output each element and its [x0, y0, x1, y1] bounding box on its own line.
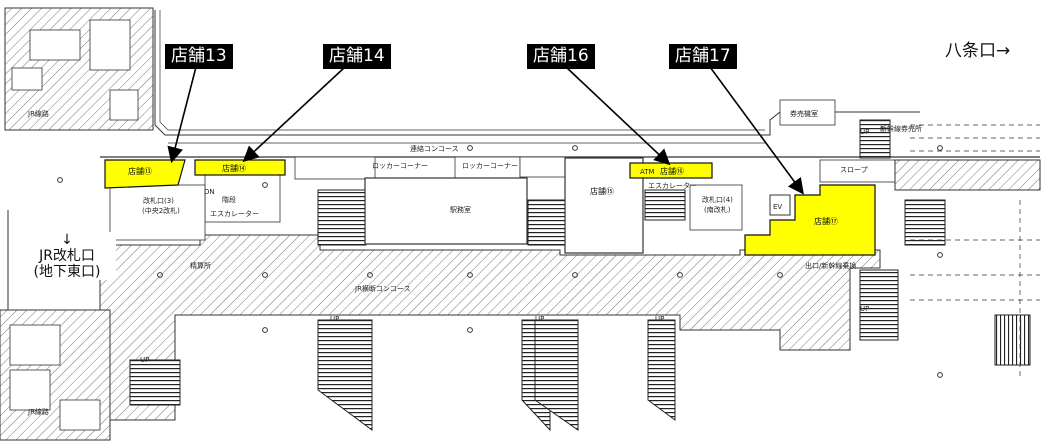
- label-up-3: UP: [655, 315, 665, 323]
- label-kaisatsu3: 改札口(3): [143, 197, 174, 205]
- northwest-building: [4, 7, 154, 131]
- label-kaisatsu4: 改札口(4): [702, 196, 733, 204]
- label-up-4: UP: [140, 356, 150, 364]
- shop15-name: 店舗⑮: [590, 187, 614, 196]
- label-seisan: 精算所: [190, 262, 211, 270]
- label-slope: スロープ: [840, 166, 868, 174]
- label-locker1: ロッカーコーナー: [372, 162, 428, 170]
- label-shinkansen-exit: 出口/新幹線乗換: [805, 262, 857, 270]
- southwest-building: [9, 324, 101, 431]
- label-kippu2: 新幹線券売所: [880, 125, 922, 133]
- label-atm: ATM: [640, 168, 655, 176]
- label-jr-bottom: JR線路: [28, 408, 49, 416]
- jr-gate-arrow: ↓: [61, 232, 73, 248]
- label-escalator-right: エスカレーター: [648, 182, 697, 190]
- label-locker2: ロッカーコーナー: [462, 162, 518, 170]
- callout-shop16: 店舗16: [527, 44, 595, 69]
- label-kaisatsu4-sub: (南改札): [704, 206, 731, 214]
- label-up-1: UP: [330, 315, 340, 323]
- jr-gate-label: ↓ JR改札口 (地下東口): [18, 232, 116, 280]
- label-dn: DN: [204, 188, 215, 196]
- shop-areas: [104, 159, 876, 256]
- label-up-6: UP: [860, 305, 870, 313]
- label-kippu: 券売機室: [790, 110, 818, 118]
- shop13-name: 店舗⑬: [128, 167, 152, 176]
- column-markers: [57, 145, 943, 378]
- hachijo-exit-label: 八条口→: [945, 41, 1011, 61]
- callout-shop17: 店舗17: [669, 44, 737, 69]
- label-jr-yoko: JR横断コンコース: [355, 285, 411, 293]
- jr-crossing-concourse: [0, 234, 881, 441]
- label-ev: EV: [773, 203, 783, 211]
- label-kaidan: 階段: [222, 196, 236, 204]
- shop17-name: 店舗⑰: [814, 217, 838, 226]
- shop16-name: 店舗⑯: [660, 167, 684, 176]
- callout-shop13: 店舗13: [165, 44, 233, 69]
- jr-gate-line2: (地下東口): [33, 264, 101, 280]
- label-renraku: 連絡コンコース: [410, 145, 459, 153]
- label-kaisatsu3-sub: (中央2改札): [142, 207, 180, 215]
- jr-gate-line1: JR改札口: [39, 248, 95, 264]
- callout-arrows: [167, 66, 804, 195]
- label-ekimushitsu: 駅務室: [450, 206, 471, 214]
- label-escalator-left: エスカレーター: [210, 210, 259, 218]
- hachijo-ramp: [894, 124, 1041, 380]
- label-jr-top: JR線路: [28, 110, 49, 118]
- callout-shop14: 店舗14: [323, 44, 391, 69]
- label-up-2: UP: [535, 315, 545, 323]
- station-rooms: [109, 99, 901, 254]
- shop14-name: 店舗⑭: [222, 164, 246, 173]
- label-up-5: UP: [860, 128, 870, 136]
